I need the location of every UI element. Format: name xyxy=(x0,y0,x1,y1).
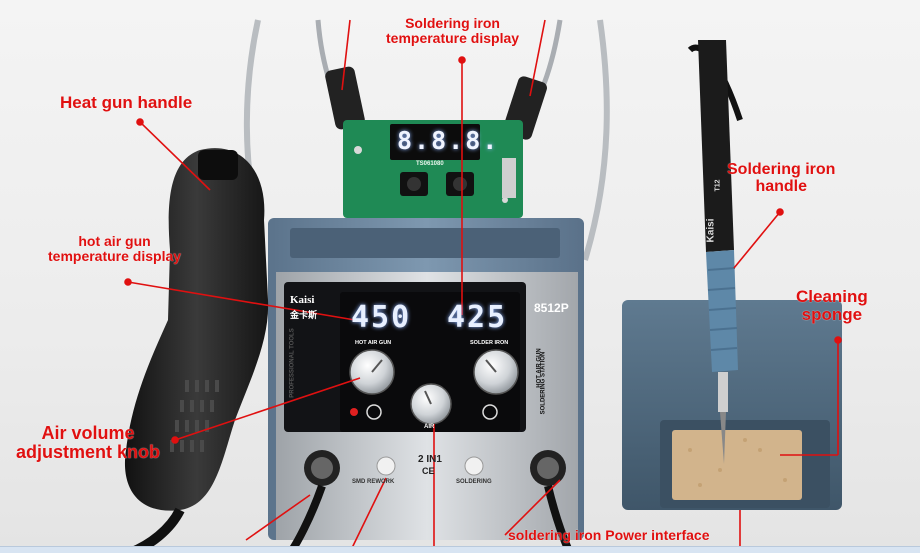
smd-rework-button[interactable] xyxy=(376,456,396,476)
label-soldering-iron-display: Soldering iron temperature display xyxy=(386,15,520,46)
hot-air-gun-connector xyxy=(304,450,340,486)
two-in-one-badge: 2 IN1 xyxy=(418,454,442,465)
air-volume-knob[interactable] xyxy=(410,383,452,425)
ce-mark: CE xyxy=(422,466,435,476)
label-iron-power-interface: soldering iron Power interface xyxy=(508,527,710,543)
iron-temp-display: 425 xyxy=(447,300,508,335)
pcb-display-digits: 8.8.8. xyxy=(397,126,500,155)
iron-brand: Kaisi xyxy=(705,218,717,243)
label-cleaning-sponge: Cleaning sponge xyxy=(796,287,868,324)
gun-symbol-icon xyxy=(366,404,382,420)
bottom-strip xyxy=(0,546,920,553)
label-soldering-iron-handle: Soldering iron handle xyxy=(727,161,836,195)
solder-iron-label: SOLDER IRON xyxy=(470,340,509,346)
hot-air-gun-label: HOT AIR GUN xyxy=(355,340,392,346)
iron-stand xyxy=(622,300,842,510)
hot-air-knob[interactable] xyxy=(349,349,395,395)
iron-symbol-icon xyxy=(482,404,498,420)
iron-model: T12 xyxy=(714,179,722,192)
brand-logo-cn: 金卡斯 xyxy=(290,310,318,320)
brand-logo: Kaisi xyxy=(290,294,315,306)
soldering-label: SOLDERING xyxy=(456,479,492,485)
label-hot-air-display: hot air gun temperature display xyxy=(48,233,182,264)
smd-rework-label: SMD REWORK xyxy=(352,479,395,485)
callout-lines xyxy=(124,19,842,553)
soldering-button[interactable] xyxy=(464,456,484,476)
solder-iron-knob[interactable] xyxy=(473,349,519,395)
soldering-iron-power-interface xyxy=(530,450,566,486)
side-text-2: SOLDERING STATION xyxy=(540,351,547,415)
pcb-code: TS061080 xyxy=(416,161,444,167)
soldering-iron-handle xyxy=(687,40,743,464)
power-indicator xyxy=(350,408,358,416)
model-number: 8512P xyxy=(534,301,569,315)
heat-gun-handle xyxy=(124,148,269,553)
label-heat-gun-handle: Heat gun handle xyxy=(60,93,193,112)
pcb-board xyxy=(343,120,523,218)
air-label: AIR xyxy=(424,424,435,430)
station-chassis xyxy=(268,218,584,540)
label-air-volume-knob: Air volume adjustment knob xyxy=(16,423,161,462)
hot-air-temp-display: 450 xyxy=(351,300,412,335)
professional-tools-text: PROFESSIONAL TOOLS xyxy=(289,328,296,398)
